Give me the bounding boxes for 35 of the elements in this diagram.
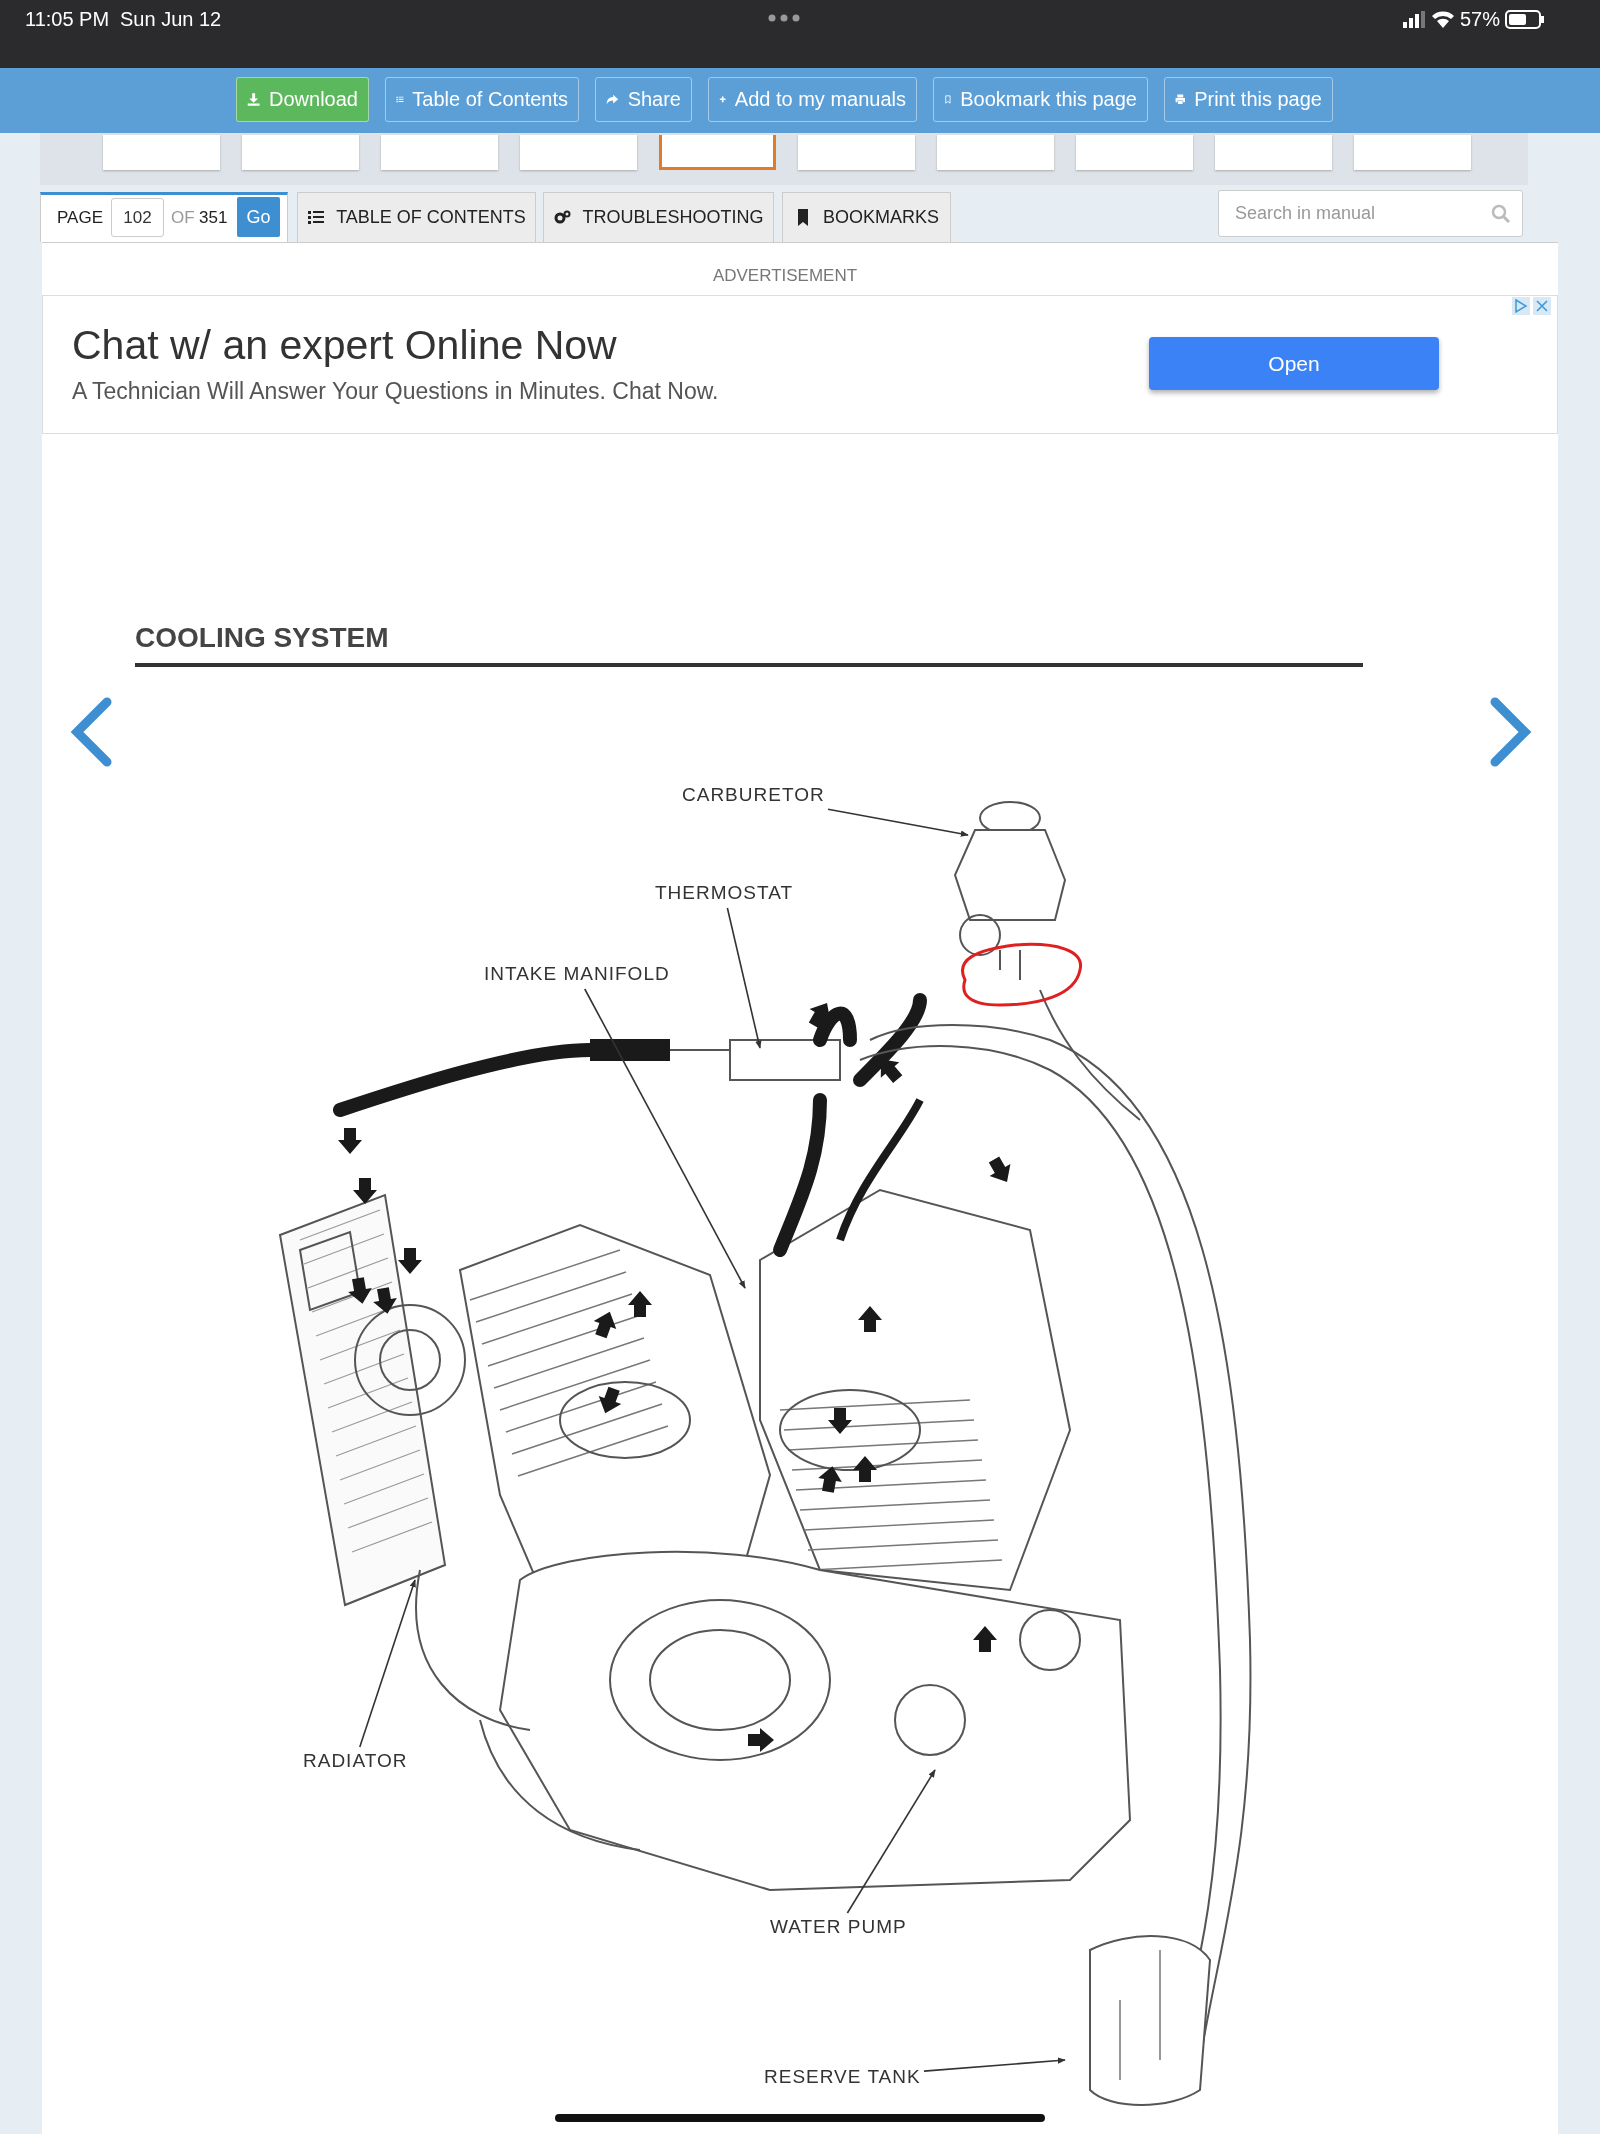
part-label: CARBURETOR <box>682 784 825 807</box>
battery-percent: 57% <box>1460 8 1502 32</box>
open-button: Open <box>1149 337 1439 390</box>
part-label: INTAKE MANIFOLD <box>484 963 670 986</box>
part-label: RESERVE TANK <box>764 2066 921 2089</box>
ad-subtext: A Technician Will Answer Your Questions in Minutes. Chat Now. <box>72 378 720 406</box>
print-page-button: Print this page <box>1164 77 1333 122</box>
add-to-manuals-button: Add to my manuals <box>708 77 917 122</box>
leader-line <box>583 988 746 1289</box>
part-label: RADIATOR <box>303 1750 408 1773</box>
leader-line <box>923 2057 1066 2072</box>
ad-headline: Chat w/ an expert Online Now <box>72 322 618 370</box>
leader-line <box>726 907 762 1049</box>
page-of-label: OF <box>171 208 196 229</box>
share-button: Share <box>595 77 692 122</box>
download-button: Download <box>236 77 369 122</box>
search-field: Search in manual <box>1218 190 1523 237</box>
part-label: WATER PUMP <box>770 1916 907 1939</box>
bookmark-page-button: Bookmark this page <box>933 77 1148 122</box>
tab-label: BOOKMARKS <box>823 207 939 228</box>
diagram-title: COOLING SYSTEM <box>135 622 389 654</box>
part-label: THERMOSTAT <box>655 882 794 905</box>
tab-label: TABLE OF CONTENTS <box>336 207 526 228</box>
tab-label: TROUBLESHOOTING <box>582 207 764 228</box>
page-number-field: 102 <box>111 198 164 237</box>
leader-line <box>846 1769 936 1914</box>
status-time: 11:05 PM <box>25 8 111 32</box>
total-pages: 351 <box>199 208 229 229</box>
table-of-contents-button: Table of Contents <box>385 77 579 122</box>
go-button: Go <box>237 197 280 237</box>
page-label: PAGE <box>57 208 104 229</box>
status-date: Sun Jun 12 <box>120 8 223 32</box>
ad-notice: ADVERTISEMENT <box>711 266 859 287</box>
leader-line <box>827 808 969 837</box>
leader-line <box>359 1579 416 1748</box>
